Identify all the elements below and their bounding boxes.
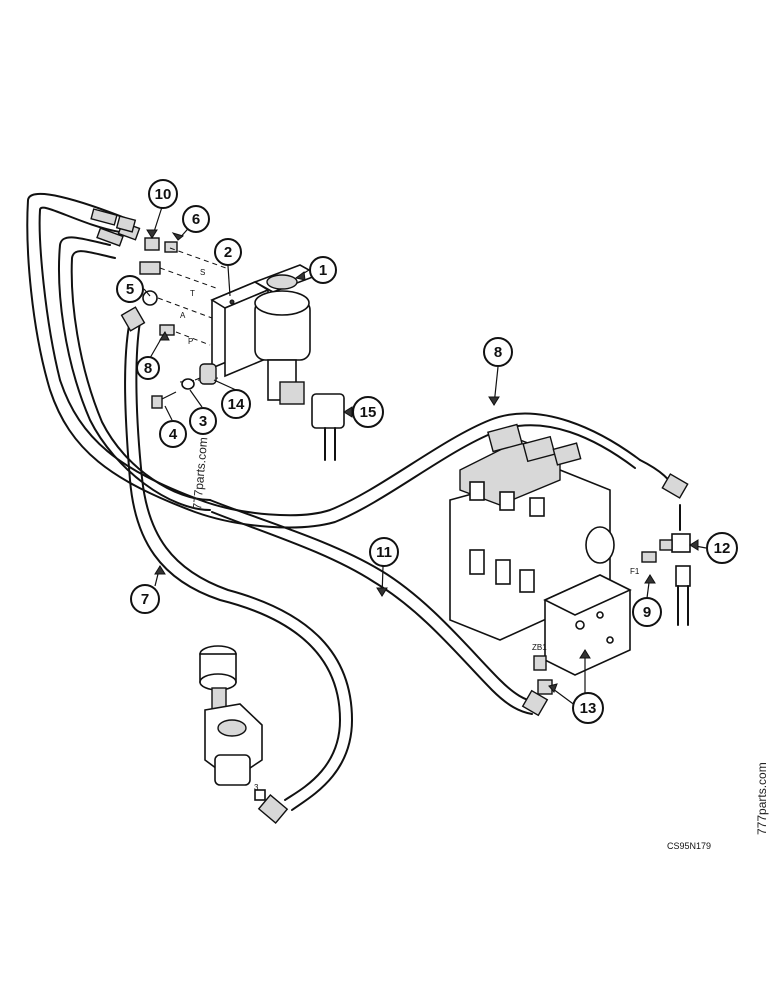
callout-4-label: 4 <box>169 426 178 443</box>
port-label-a: A <box>180 311 186 320</box>
callout-1: 1 <box>309 256 337 284</box>
callout-12-label: 12 <box>714 540 731 557</box>
joystick <box>199 645 289 824</box>
callout-8-small-label: 8 <box>144 360 152 377</box>
small-parts <box>151 363 217 409</box>
tube-inner <box>58 236 211 511</box>
callout-5: 5 <box>116 275 144 303</box>
callout-13-label: 13 <box>580 700 597 717</box>
callout-2: 2 <box>214 238 242 266</box>
watermark-diagonal: 777parts.com <box>190 437 210 511</box>
callout-9: 9 <box>632 597 662 627</box>
callout-9-label: 9 <box>643 604 651 621</box>
tube-7 <box>124 319 353 811</box>
callout-11-label: 11 <box>376 544 392 561</box>
callout-8: 8 <box>483 337 513 367</box>
solenoid-valve-assembly <box>210 264 345 461</box>
fittings-right <box>641 473 691 626</box>
callout-5-label: 5 <box>126 281 134 298</box>
callout-10-label: 10 <box>155 186 172 203</box>
fittings-bottom <box>521 655 553 717</box>
callout-14-label: 14 <box>228 396 245 413</box>
callout-6-label: 6 <box>192 211 200 228</box>
callout-2-label: 2 <box>224 244 232 261</box>
port-label-zb1: ZB1 <box>532 643 547 652</box>
callout-8-small: 8 <box>136 356 160 380</box>
callout-8-label: 8 <box>494 344 502 361</box>
callout-15: 15 <box>352 396 384 428</box>
callout-3: 3 <box>189 407 217 435</box>
callout-1-label: 1 <box>319 262 327 279</box>
callout-7-label: 7 <box>141 591 149 608</box>
fittings-top <box>90 208 178 336</box>
port-label-s: S <box>200 268 205 277</box>
callout-6: 6 <box>182 205 210 233</box>
callout-13: 13 <box>572 692 604 724</box>
callout-14: 14 <box>221 389 251 419</box>
callout-15-label: 15 <box>360 404 377 421</box>
figure-code: CS95N179 <box>667 841 711 851</box>
callout-12: 12 <box>706 532 738 564</box>
port-label-joystick: 3 <box>254 783 259 792</box>
callout-4: 4 <box>159 420 187 448</box>
callout-7: 7 <box>130 584 160 614</box>
callout-11: 11 <box>369 537 399 567</box>
watermark-right: 777parts.com <box>755 762 769 835</box>
tube-11 <box>209 499 536 715</box>
callout-3-label: 3 <box>199 413 207 430</box>
callout-10: 10 <box>148 179 178 209</box>
port-label-f1: F1 <box>630 567 640 576</box>
port-label-t: T <box>190 289 195 298</box>
control-valve-bank <box>449 423 632 676</box>
port-label-p: P <box>188 337 193 346</box>
arrow-heads <box>146 229 699 693</box>
